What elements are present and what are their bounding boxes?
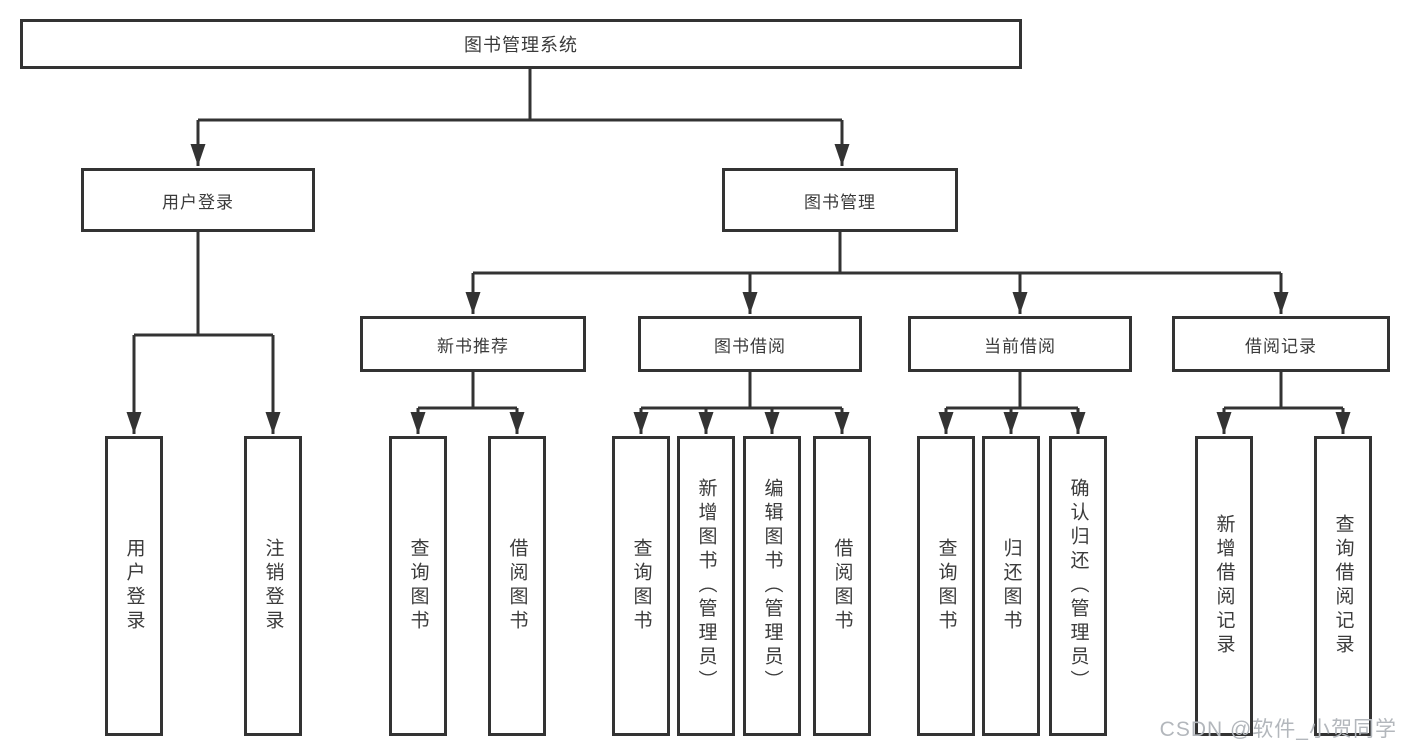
leaf-nb-query-books: 查询图书 [389, 436, 447, 736]
leaf-user-login-label: 用户登录 [123, 538, 145, 634]
leaf-bw-edit-books: 编辑图书（管理员） [743, 436, 801, 736]
leaf-bw-query-books-label: 查询图书 [630, 538, 652, 634]
leaf-cur-confirm-return: 确认归还（管理员） [1049, 436, 1107, 736]
leaf-bw-borrow-books: 借阅图书 [813, 436, 871, 736]
leaf-cur-query-books-label: 查询图书 [935, 538, 957, 634]
leaf-cur-confirm-return-label: 确认归还（管理员） [1067, 478, 1089, 694]
node-new-books: 新书推荐 [360, 316, 586, 372]
csdn-watermark: CSDN @软件_小贺同学 [1159, 718, 1397, 741]
node-current-borrow: 当前借阅 [908, 316, 1132, 372]
leaf-cur-return-books-label: 归还图书 [1000, 538, 1022, 634]
leaf-user-login: 用户登录 [105, 436, 163, 736]
node-user-login-label: 用户登录 [162, 192, 234, 212]
node-new-books-label: 新书推荐 [437, 336, 509, 356]
node-root: 图书管理系统 [20, 19, 1022, 69]
leaf-nb-borrow-books: 借阅图书 [488, 436, 546, 736]
leaf-cur-query-books: 查询图书 [917, 436, 975, 736]
leaf-logout: 注销登录 [244, 436, 302, 736]
leaf-bw-edit-books-label: 编辑图书（管理员） [761, 478, 783, 694]
leaf-rec-add-record-label: 新增借阅记录 [1213, 514, 1235, 658]
leaf-rec-add-record: 新增借阅记录 [1195, 436, 1253, 736]
leaf-bw-borrow-books-label: 借阅图书 [831, 538, 853, 634]
leaf-bw-add-books-label: 新增图书（管理员） [695, 478, 717, 694]
node-user-login: 用户登录 [81, 168, 315, 232]
node-book-borrow-label: 图书借阅 [714, 336, 786, 356]
node-book-borrow: 图书借阅 [638, 316, 862, 372]
leaf-nb-query-books-label: 查询图书 [407, 538, 429, 634]
leaf-rec-query-record: 查询借阅记录 [1314, 436, 1372, 736]
node-current-borrow-label: 当前借阅 [984, 336, 1056, 356]
leaf-bw-add-books: 新增图书（管理员） [677, 436, 735, 736]
leaf-rec-query-record-label: 查询借阅记录 [1332, 514, 1354, 658]
node-book-mgmt-label: 图书管理 [804, 192, 876, 212]
node-root-label: 图书管理系统 [464, 35, 578, 55]
leaf-logout-label: 注销登录 [262, 538, 284, 634]
leaf-cur-return-books: 归还图书 [982, 436, 1040, 736]
leaf-nb-borrow-books-label: 借阅图书 [506, 538, 528, 634]
node-borrow-records: 借阅记录 [1172, 316, 1390, 372]
node-book-mgmt: 图书管理 [722, 168, 958, 232]
leaf-bw-query-books: 查询图书 [612, 436, 670, 736]
node-borrow-records-label: 借阅记录 [1245, 336, 1317, 356]
